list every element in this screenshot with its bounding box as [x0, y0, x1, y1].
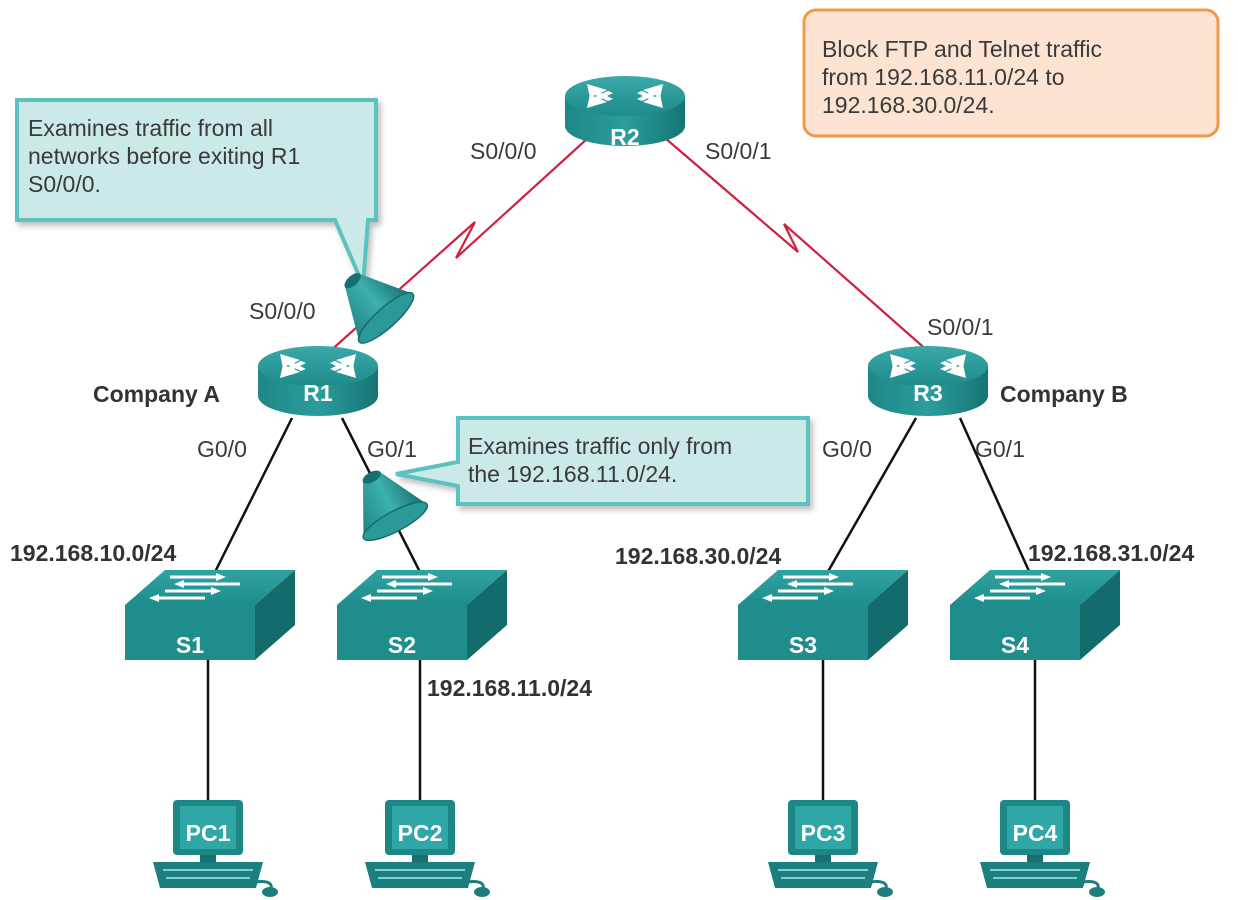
callout-inbound-line: the 192.168.11.0/24.	[468, 461, 678, 487]
switch-s2-label: S2	[387, 632, 417, 658]
callout-inbound-line: Examines traffic only from	[468, 433, 733, 459]
callout-outbound	[15, 98, 378, 286]
pc4-icon	[978, 798, 1107, 899]
r2-s001-label: S0/0/1	[705, 138, 772, 164]
callout-policy-line: Block FTP and Telnet traffic	[822, 36, 1102, 62]
link-r1-s1	[208, 417, 294, 583]
link-r3-s3	[820, 417, 918, 583]
pc1-label: PC1	[185, 820, 231, 846]
link-r3-s4	[958, 417, 1035, 581]
wan-links	[319, 137, 939, 361]
callout-outbound-text: Examines traffic from all networks befor…	[28, 114, 300, 198]
callout-policy	[802, 8, 1220, 138]
callout-outbound-line: S0/0/0.	[28, 171, 101, 197]
router-r1-label: R1	[303, 380, 333, 406]
company-a-label: Company A	[93, 381, 220, 407]
network-10-label: 192.168.10.0/24	[10, 540, 177, 566]
lan-links	[206, 417, 1037, 800]
r1-g00-label: G0/0	[197, 436, 247, 462]
r1-s000-label: S0/0/0	[249, 298, 316, 324]
link-r2-r3	[664, 137, 939, 361]
router-r3-label: R3	[913, 380, 943, 406]
switch-s4-label: S4	[1000, 632, 1030, 658]
switch-s3-label: S3	[788, 632, 818, 658]
router-r2-label: R2	[610, 124, 640, 150]
callout-outbound-line: Examines traffic from all	[28, 115, 273, 141]
callout-outbound-line: networks before exiting R1	[28, 143, 301, 169]
callout-policy-line: from 192.168.11.0/24 to	[822, 64, 1065, 90]
network-11-label: 192.168.11.0/24	[427, 675, 592, 701]
r3-s001-label: S0/0/1	[927, 314, 994, 340]
pc2-label: PC2	[397, 820, 443, 846]
r2-s000-label: S0/0/0	[470, 138, 537, 164]
callout-inbound	[395, 416, 810, 506]
pc2-icon	[363, 798, 492, 899]
r3-g00-label: G0/0	[822, 436, 872, 462]
pc3-icon	[766, 798, 895, 899]
switch-s1-label: S1	[175, 632, 205, 658]
network-31-label: 192.168.31.0/24	[1028, 540, 1195, 566]
company-b-label: Company B	[1000, 381, 1128, 407]
acl-outbound-icon	[321, 252, 421, 351]
callout-policy-text: Block FTP and Telnet traffic from 192.16…	[822, 35, 1102, 119]
callout-inbound-text: Examines traffic only from the 192.168.1…	[468, 432, 732, 488]
r1-g01-label: G0/1	[367, 436, 417, 462]
pc3-label: PC3	[800, 820, 846, 846]
pc1-icon	[151, 798, 280, 899]
network-30-label: 192.168.30.0/24	[615, 543, 782, 569]
callout-policy-line: 192.168.30.0/24.	[822, 92, 995, 118]
pc4-label: PC4	[1012, 820, 1058, 846]
r3-g01-label: G0/1	[975, 436, 1025, 462]
